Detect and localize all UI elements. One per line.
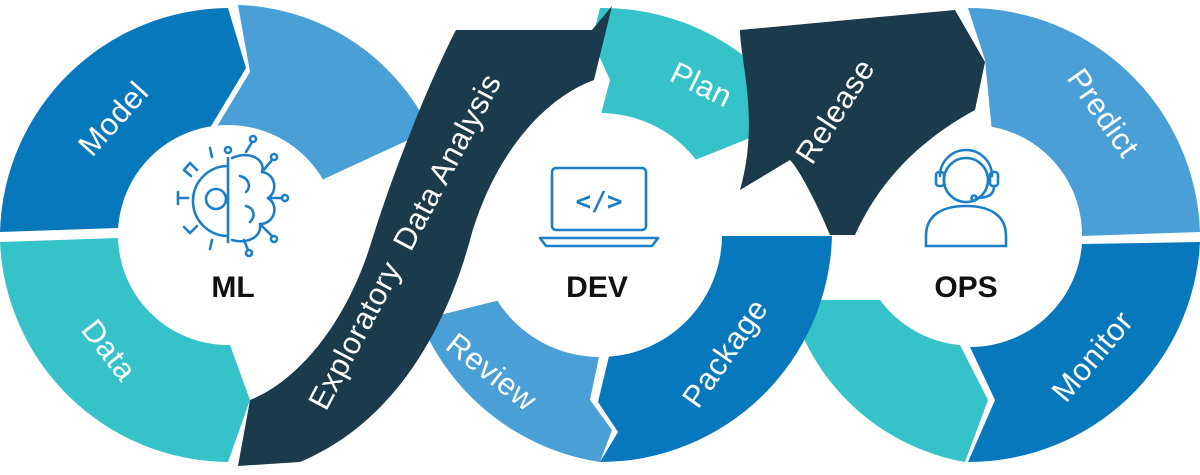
- code-glyph: </>: [576, 187, 623, 217]
- dev-segment-review: [420, 300, 612, 462]
- ml-segment-data: [0, 238, 250, 462]
- laptop-code-icon: </>: [538, 166, 660, 248]
- dev-segment-package: [598, 236, 832, 462]
- center-label-dev: DEV: [566, 271, 628, 304]
- center-label-ml: ML: [211, 271, 254, 304]
- eda-band: [238, 6, 612, 466]
- ml-ring: [0, 5, 430, 462]
- release-band: [740, 10, 985, 235]
- ops-segment-monitor: [968, 242, 1200, 463]
- dev-ring: [420, 7, 832, 462]
- ml-segment-model: [0, 8, 246, 232]
- dev-center: [478, 113, 722, 357]
- ops-segment-lower-left: [790, 300, 988, 462]
- headset-user-icon: [924, 148, 1008, 248]
- center-label-ops: OPS: [934, 271, 997, 304]
- ops-segment-predict: [968, 7, 1200, 237]
- ops-center: [862, 125, 1082, 345]
- gear-brain-icon: [176, 134, 290, 258]
- ops-ring: [790, 7, 1200, 463]
